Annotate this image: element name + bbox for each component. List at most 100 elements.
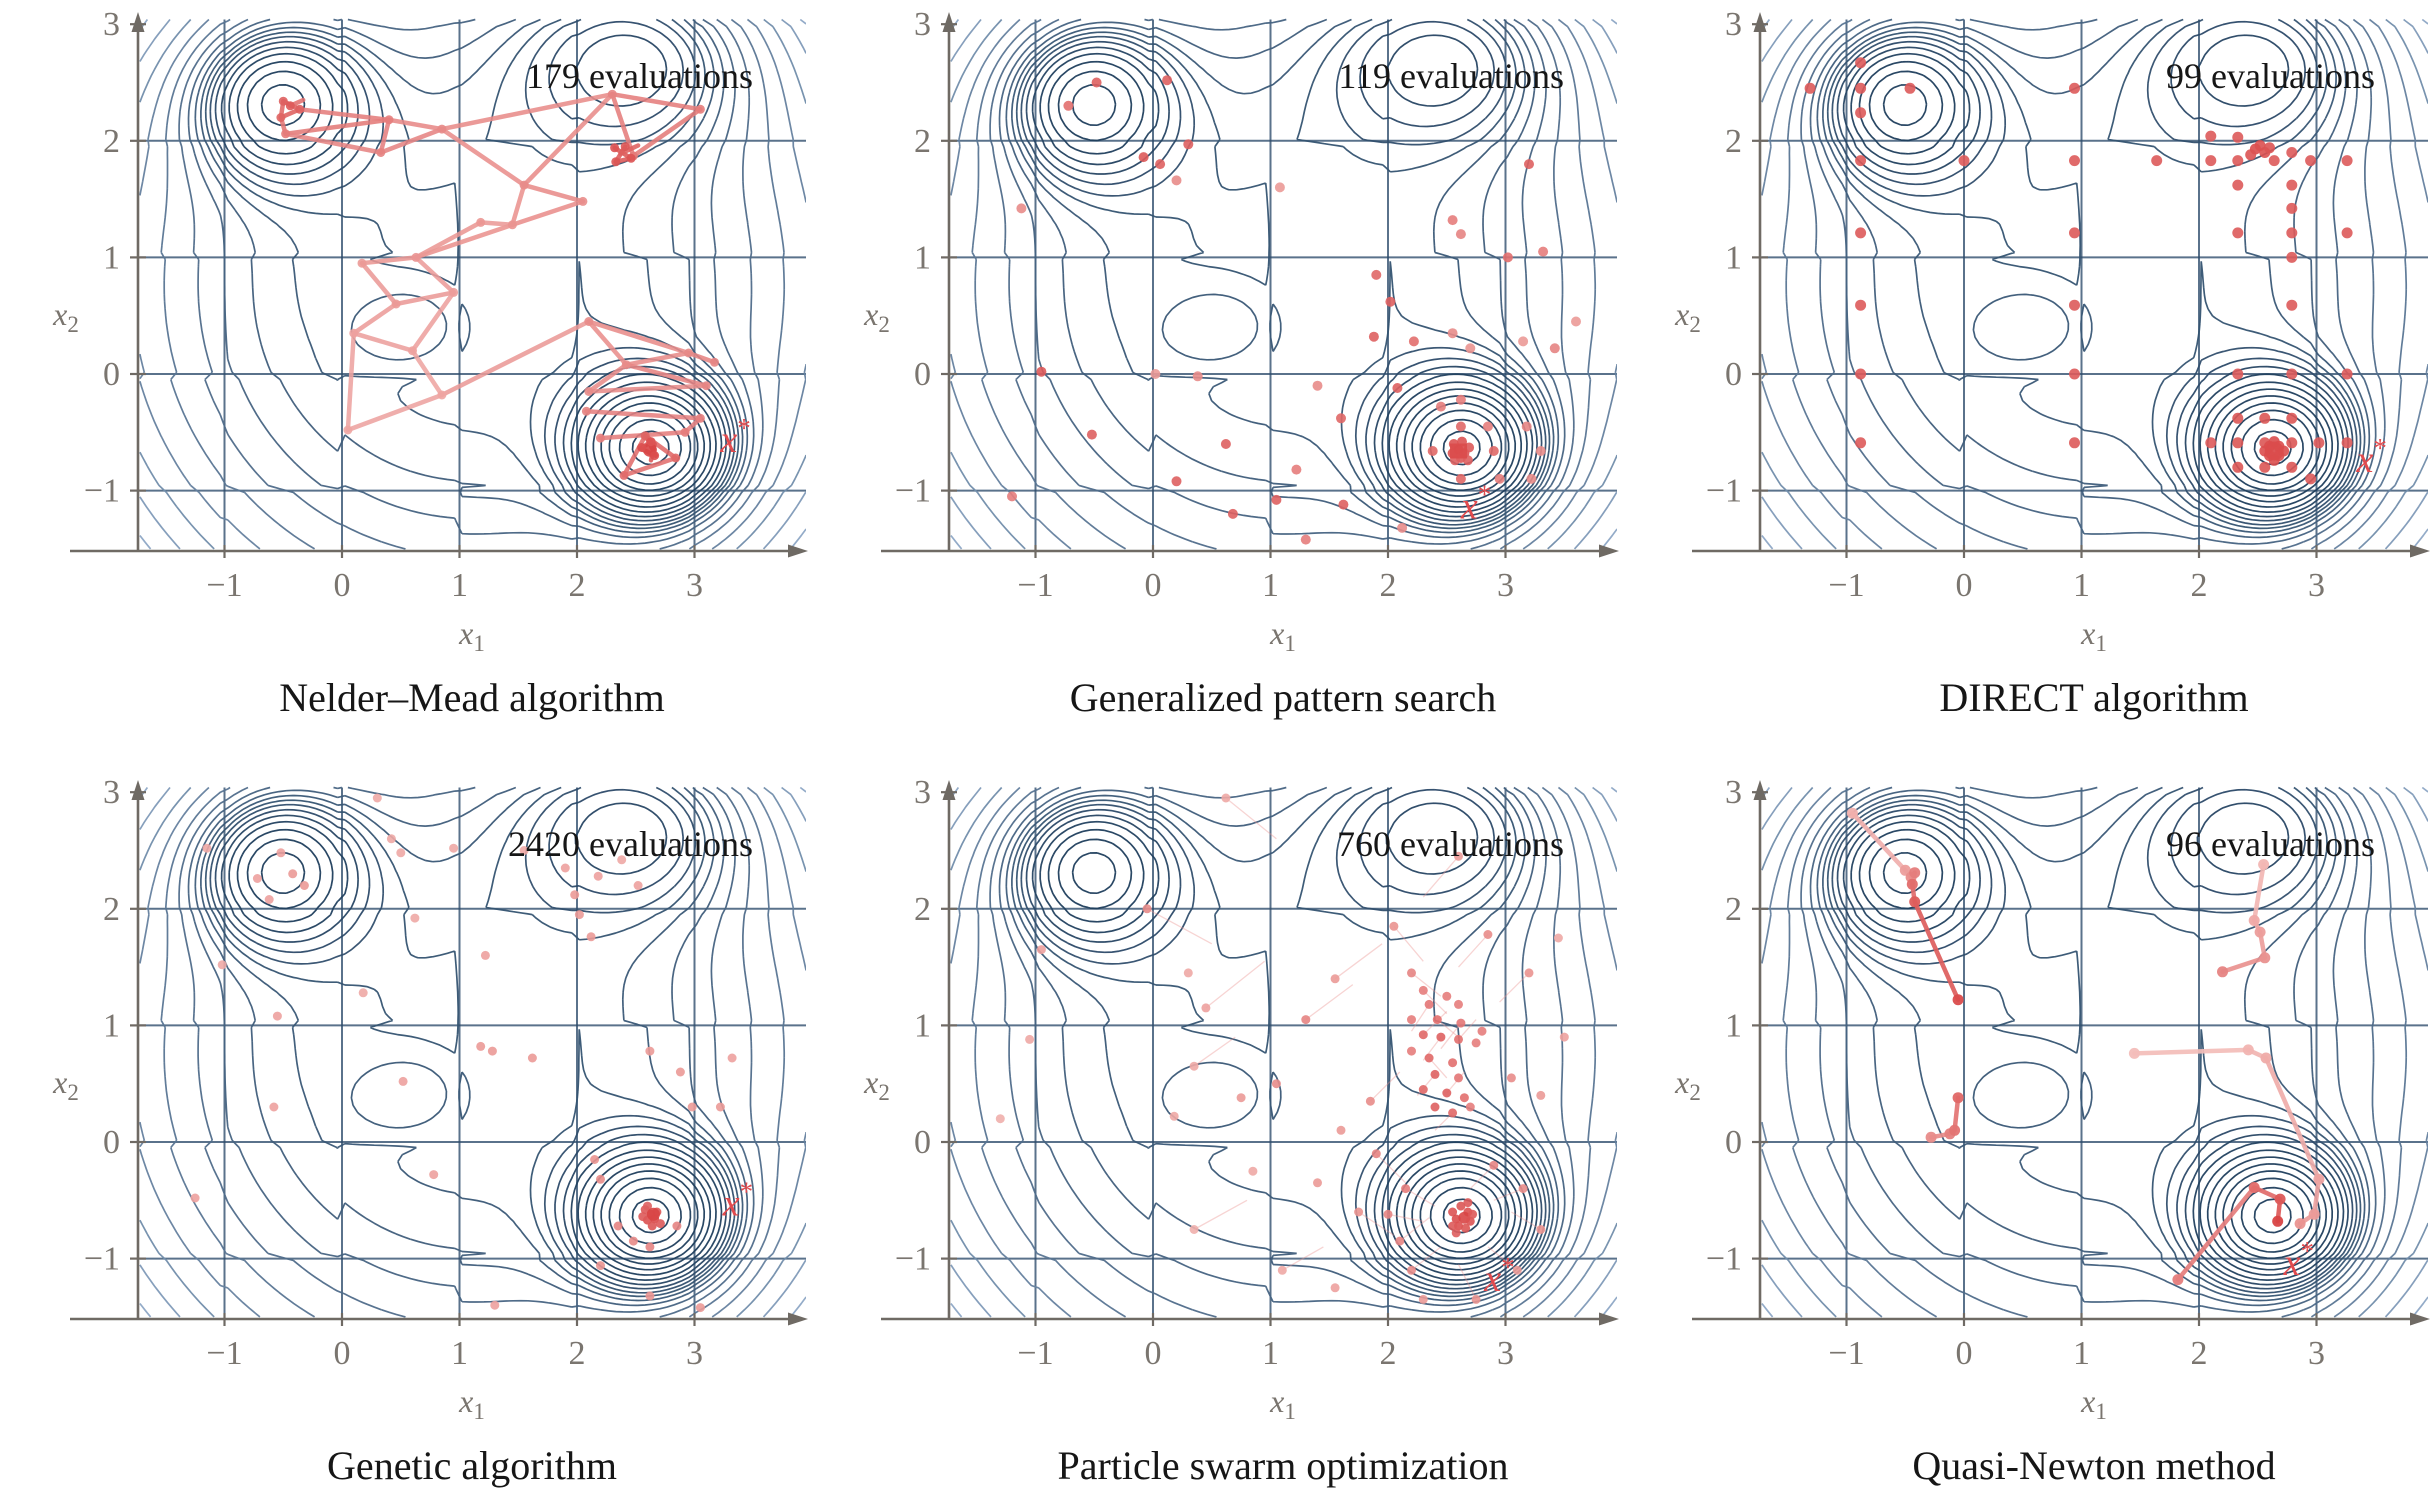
evaluation-point [272, 1011, 282, 1021]
evaluation-point [411, 252, 421, 262]
evaluation-point [202, 843, 212, 853]
simplex-edge [413, 220, 483, 260]
descent-step [2263, 1055, 2322, 1182]
subplot-caption: Genetic algorithm [327, 1443, 617, 1488]
evaluation-point [1454, 999, 1463, 1009]
simplex-edge [521, 182, 586, 204]
contour-line [950, 786, 1617, 1318]
evaluation-point [1571, 316, 1581, 327]
evaluation-point [1063, 100, 1074, 111]
simplex-edge [410, 348, 445, 398]
evaluation-point [1371, 1149, 1381, 1159]
contour-line [139, 18, 806, 550]
evaluation-point [1227, 508, 1238, 519]
iterate-point [1949, 1124, 1961, 1136]
simplex-edge [345, 330, 357, 433]
evaluation-point [519, 846, 529, 855]
evaluation-point [574, 910, 584, 920]
evaluation-point [1189, 1061, 1199, 1071]
y-axis-label: x2 [52, 1064, 79, 1105]
y-tick-label: 2 [914, 891, 931, 928]
evaluation-point [1855, 82, 1867, 94]
iterate-point [2274, 1193, 2286, 1205]
evaluation-point [2278, 445, 2290, 457]
y-axis-arrowhead-icon [131, 780, 145, 800]
evaluation-point [1855, 437, 1867, 449]
y-tick-label: 3 [914, 6, 931, 43]
x-tick-label: 2 [2191, 567, 2208, 604]
evaluation-point [1274, 182, 1285, 193]
evaluation-point [1330, 1283, 1340, 1293]
iterate-point [1952, 1092, 1964, 1104]
y-tick-label: 2 [1725, 891, 1742, 928]
evaluation-point [2069, 227, 2080, 239]
evaluation-point [1220, 439, 1231, 449]
x-tick-label: −1 [1017, 567, 1053, 604]
contour-line [1831, 786, 2358, 1294]
evaluation-point [710, 357, 719, 367]
iterate-point [2248, 1182, 2260, 1193]
search-trace [1804, 57, 2353, 485]
evaluation-point [1162, 75, 1173, 86]
evaluation-point [1804, 82, 1816, 94]
evaluation-point [1025, 1034, 1035, 1044]
y-tick-label: 2 [103, 123, 120, 160]
evaluation-point [1408, 336, 1419, 347]
evaluation-point [1488, 446, 1499, 456]
contour-line [1411, 1170, 1510, 1260]
contour-line [1071, 84, 1517, 497]
evaluation-point [1518, 336, 1529, 347]
evaluation-point [449, 843, 459, 853]
contour-line [2230, 409, 2314, 485]
evaluation-point [437, 124, 447, 134]
evaluation-point [2313, 437, 2325, 449]
contour-line [1015, 18, 1551, 530]
contour-line [200, 786, 744, 1302]
evaluation-point [1354, 1207, 1364, 1217]
evaluation-point [2286, 437, 2298, 449]
simplex-edge [439, 126, 527, 188]
contour-line [178, 18, 764, 550]
evaluation-point [2286, 299, 2298, 311]
velocity-link [1399, 1217, 1430, 1242]
simplex-edge [386, 117, 445, 132]
iterate-point [1925, 1131, 1937, 1143]
evaluation-point [2069, 155, 2080, 167]
contour-line [971, 18, 1597, 550]
iterate-point [2260, 1052, 2272, 1064]
evaluation-point [1447, 215, 1458, 226]
x-axis-label: x1 [1269, 615, 1296, 656]
evaluation-point [560, 863, 570, 873]
simplex-edge [283, 131, 384, 155]
evaluation-point [1436, 1032, 1446, 1042]
x-tick-label: 0 [1145, 1335, 1162, 1372]
contour-line [200, 18, 744, 534]
evaluation-point [2286, 227, 2298, 239]
y-axis-arrowhead-icon [131, 12, 145, 32]
contour-line [1761, 18, 2428, 550]
iterate-point [1906, 878, 1918, 890]
evaluation-point [1383, 1209, 1393, 1219]
evaluation-point [2286, 179, 2298, 191]
contour-line [1011, 18, 1555, 534]
simplex-edge [686, 350, 717, 365]
evaluation-point [1435, 401, 1446, 412]
y-tick-label: 1 [1725, 1007, 1742, 1044]
evaluation-point [278, 96, 288, 106]
evaluation-point [285, 101, 295, 111]
simplex-edge [618, 143, 641, 156]
contour-line [228, 52, 723, 513]
evaluation-point [1221, 793, 1231, 803]
evaluation-point [1192, 371, 1203, 382]
evaluation-point [1454, 1073, 1463, 1083]
evaluation-point [1338, 499, 1349, 510]
velocity-link [1281, 1246, 1324, 1271]
subplot-caption: Quasi-Newton method [1912, 1443, 2276, 1488]
evaluation-point [1904, 82, 1916, 94]
velocity-link [1410, 1004, 1430, 1032]
evaluation-point [633, 881, 643, 890]
